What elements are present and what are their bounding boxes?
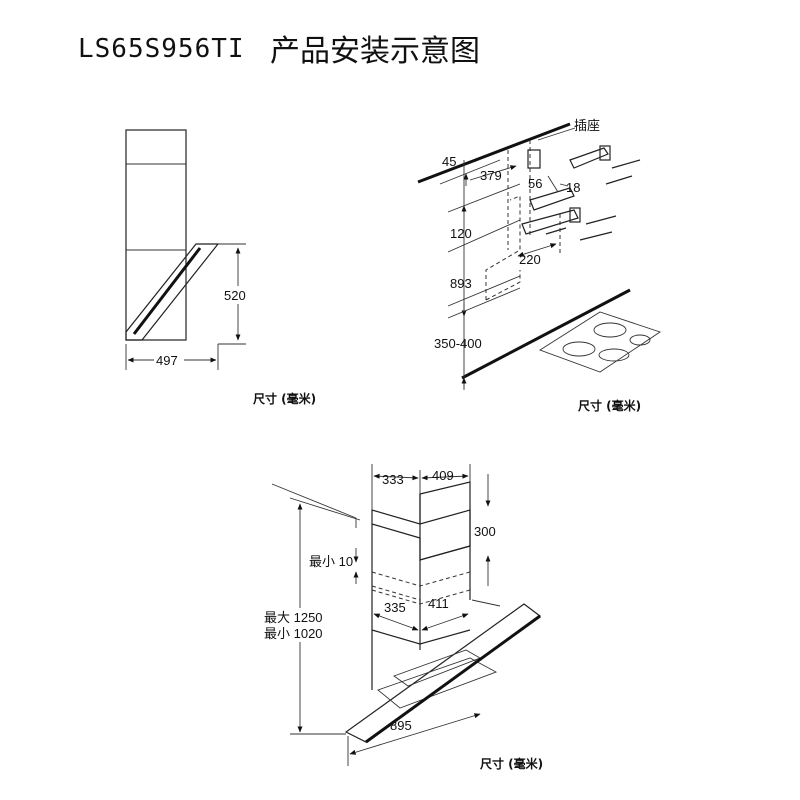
dim-45: 45 bbox=[442, 154, 456, 169]
width-dimension bbox=[349, 713, 481, 755]
side-chimney bbox=[125, 129, 187, 341]
countertop-line bbox=[461, 288, 631, 380]
dim-min-10: 最小 10 bbox=[309, 554, 353, 569]
side-view-caption: 尺寸 (毫米) bbox=[253, 391, 316, 406]
upper-bracket bbox=[569, 147, 609, 169]
dim-18: 18 bbox=[566, 180, 580, 195]
dim-350-400: 350-400 bbox=[434, 336, 482, 351]
side-hood-panel bbox=[125, 243, 220, 341]
lower-chimney-top bbox=[371, 629, 471, 645]
model-number: LS65S956TI bbox=[78, 34, 245, 64]
screw-1 bbox=[611, 159, 641, 169]
wall-mount-caption: 尺寸 (毫米) bbox=[578, 398, 641, 413]
dim-min-1020: 最小 1020 bbox=[264, 626, 323, 641]
wall-mount-drawing bbox=[417, 122, 662, 390]
dim-893: 893 bbox=[450, 276, 472, 291]
dim-379: 379 bbox=[480, 168, 502, 183]
front-view-caption: 尺寸 (毫米) bbox=[480, 756, 543, 771]
hood-glass-panel bbox=[344, 603, 542, 743]
socket bbox=[527, 149, 541, 169]
dim-max-1250: 最大 1250 bbox=[264, 610, 323, 625]
dim-895: 895 bbox=[390, 718, 412, 733]
dim-220: 220 bbox=[519, 252, 541, 267]
dim-56: 56 bbox=[528, 176, 542, 191]
hob bbox=[538, 311, 662, 373]
dim-120: 120 bbox=[450, 226, 472, 241]
side-view-drawing bbox=[125, 129, 246, 370]
side-depth-label: 497 bbox=[156, 353, 178, 368]
dim-333: 333 bbox=[382, 472, 404, 487]
screw-4 bbox=[579, 231, 613, 241]
screw-2 bbox=[605, 175, 633, 185]
dim-411: 411 bbox=[428, 596, 449, 611]
ceiling-line bbox=[417, 122, 571, 184]
dim-409: 409 bbox=[432, 468, 454, 483]
side-height-label: 520 bbox=[224, 288, 246, 303]
socket-label: 插座 bbox=[574, 118, 600, 133]
lower-bracket bbox=[521, 209, 579, 235]
mid-bracket bbox=[529, 187, 575, 211]
upper-chimney-front bbox=[371, 509, 471, 561]
dim-335: 335 bbox=[384, 600, 406, 615]
front-view-drawing bbox=[271, 464, 542, 766]
page-title: 产品安装示意图 bbox=[270, 34, 480, 69]
screw-3 bbox=[585, 215, 617, 225]
dim-300: 300 bbox=[474, 524, 496, 539]
